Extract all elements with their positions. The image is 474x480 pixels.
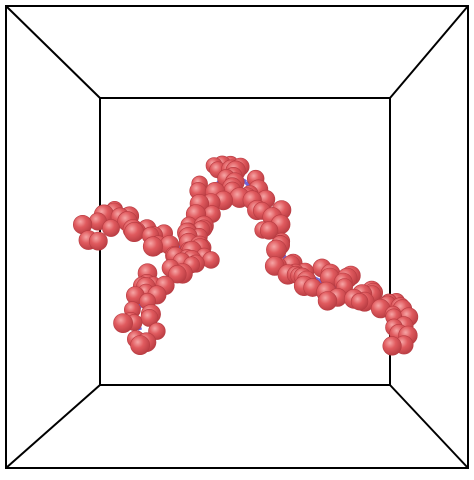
atom-sphere [317,291,338,311]
atom-sphere [168,265,187,284]
atom-sphere [113,313,134,334]
polymer-chain [72,155,419,356]
box-edge-top-right [389,5,469,99]
atom-sphere [124,222,145,243]
atom-sphere [102,219,120,237]
atom-sphere [382,336,402,356]
atom-sphere [88,231,108,251]
atom-sphere [142,236,164,257]
simulation-box [5,5,469,469]
atom-sphere [130,335,151,356]
box-outer-face [5,5,469,469]
atom-sphere [259,221,279,240]
atom-sphere [202,251,220,269]
atom-sphere [350,293,369,311]
box-edge-top-left [5,5,101,99]
box-edge-bottom-right [389,384,469,469]
box-edge-bottom-left [5,384,101,469]
